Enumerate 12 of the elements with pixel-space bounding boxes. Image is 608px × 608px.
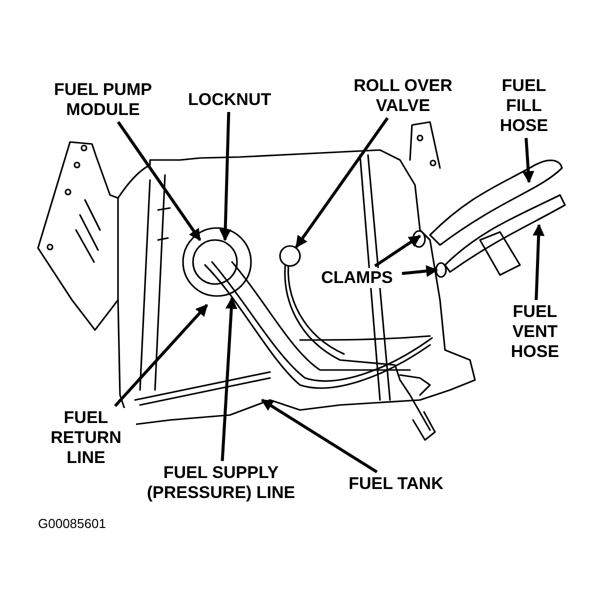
leader-arrow [532, 224, 545, 300]
leader-arrow [219, 112, 232, 242]
valve-grommet [279, 245, 301, 267]
leader-arrow [116, 121, 202, 241]
leader-arrow [295, 117, 389, 248]
leader-arrow [220, 296, 238, 462]
leader-arrow [114, 304, 208, 407]
leader-arrow [522, 138, 534, 184]
figure-code: G00085601 [38, 516, 106, 531]
leader-arrow [402, 265, 438, 278]
leader-arrow [260, 398, 378, 474]
leader-arrow [374, 234, 421, 268]
